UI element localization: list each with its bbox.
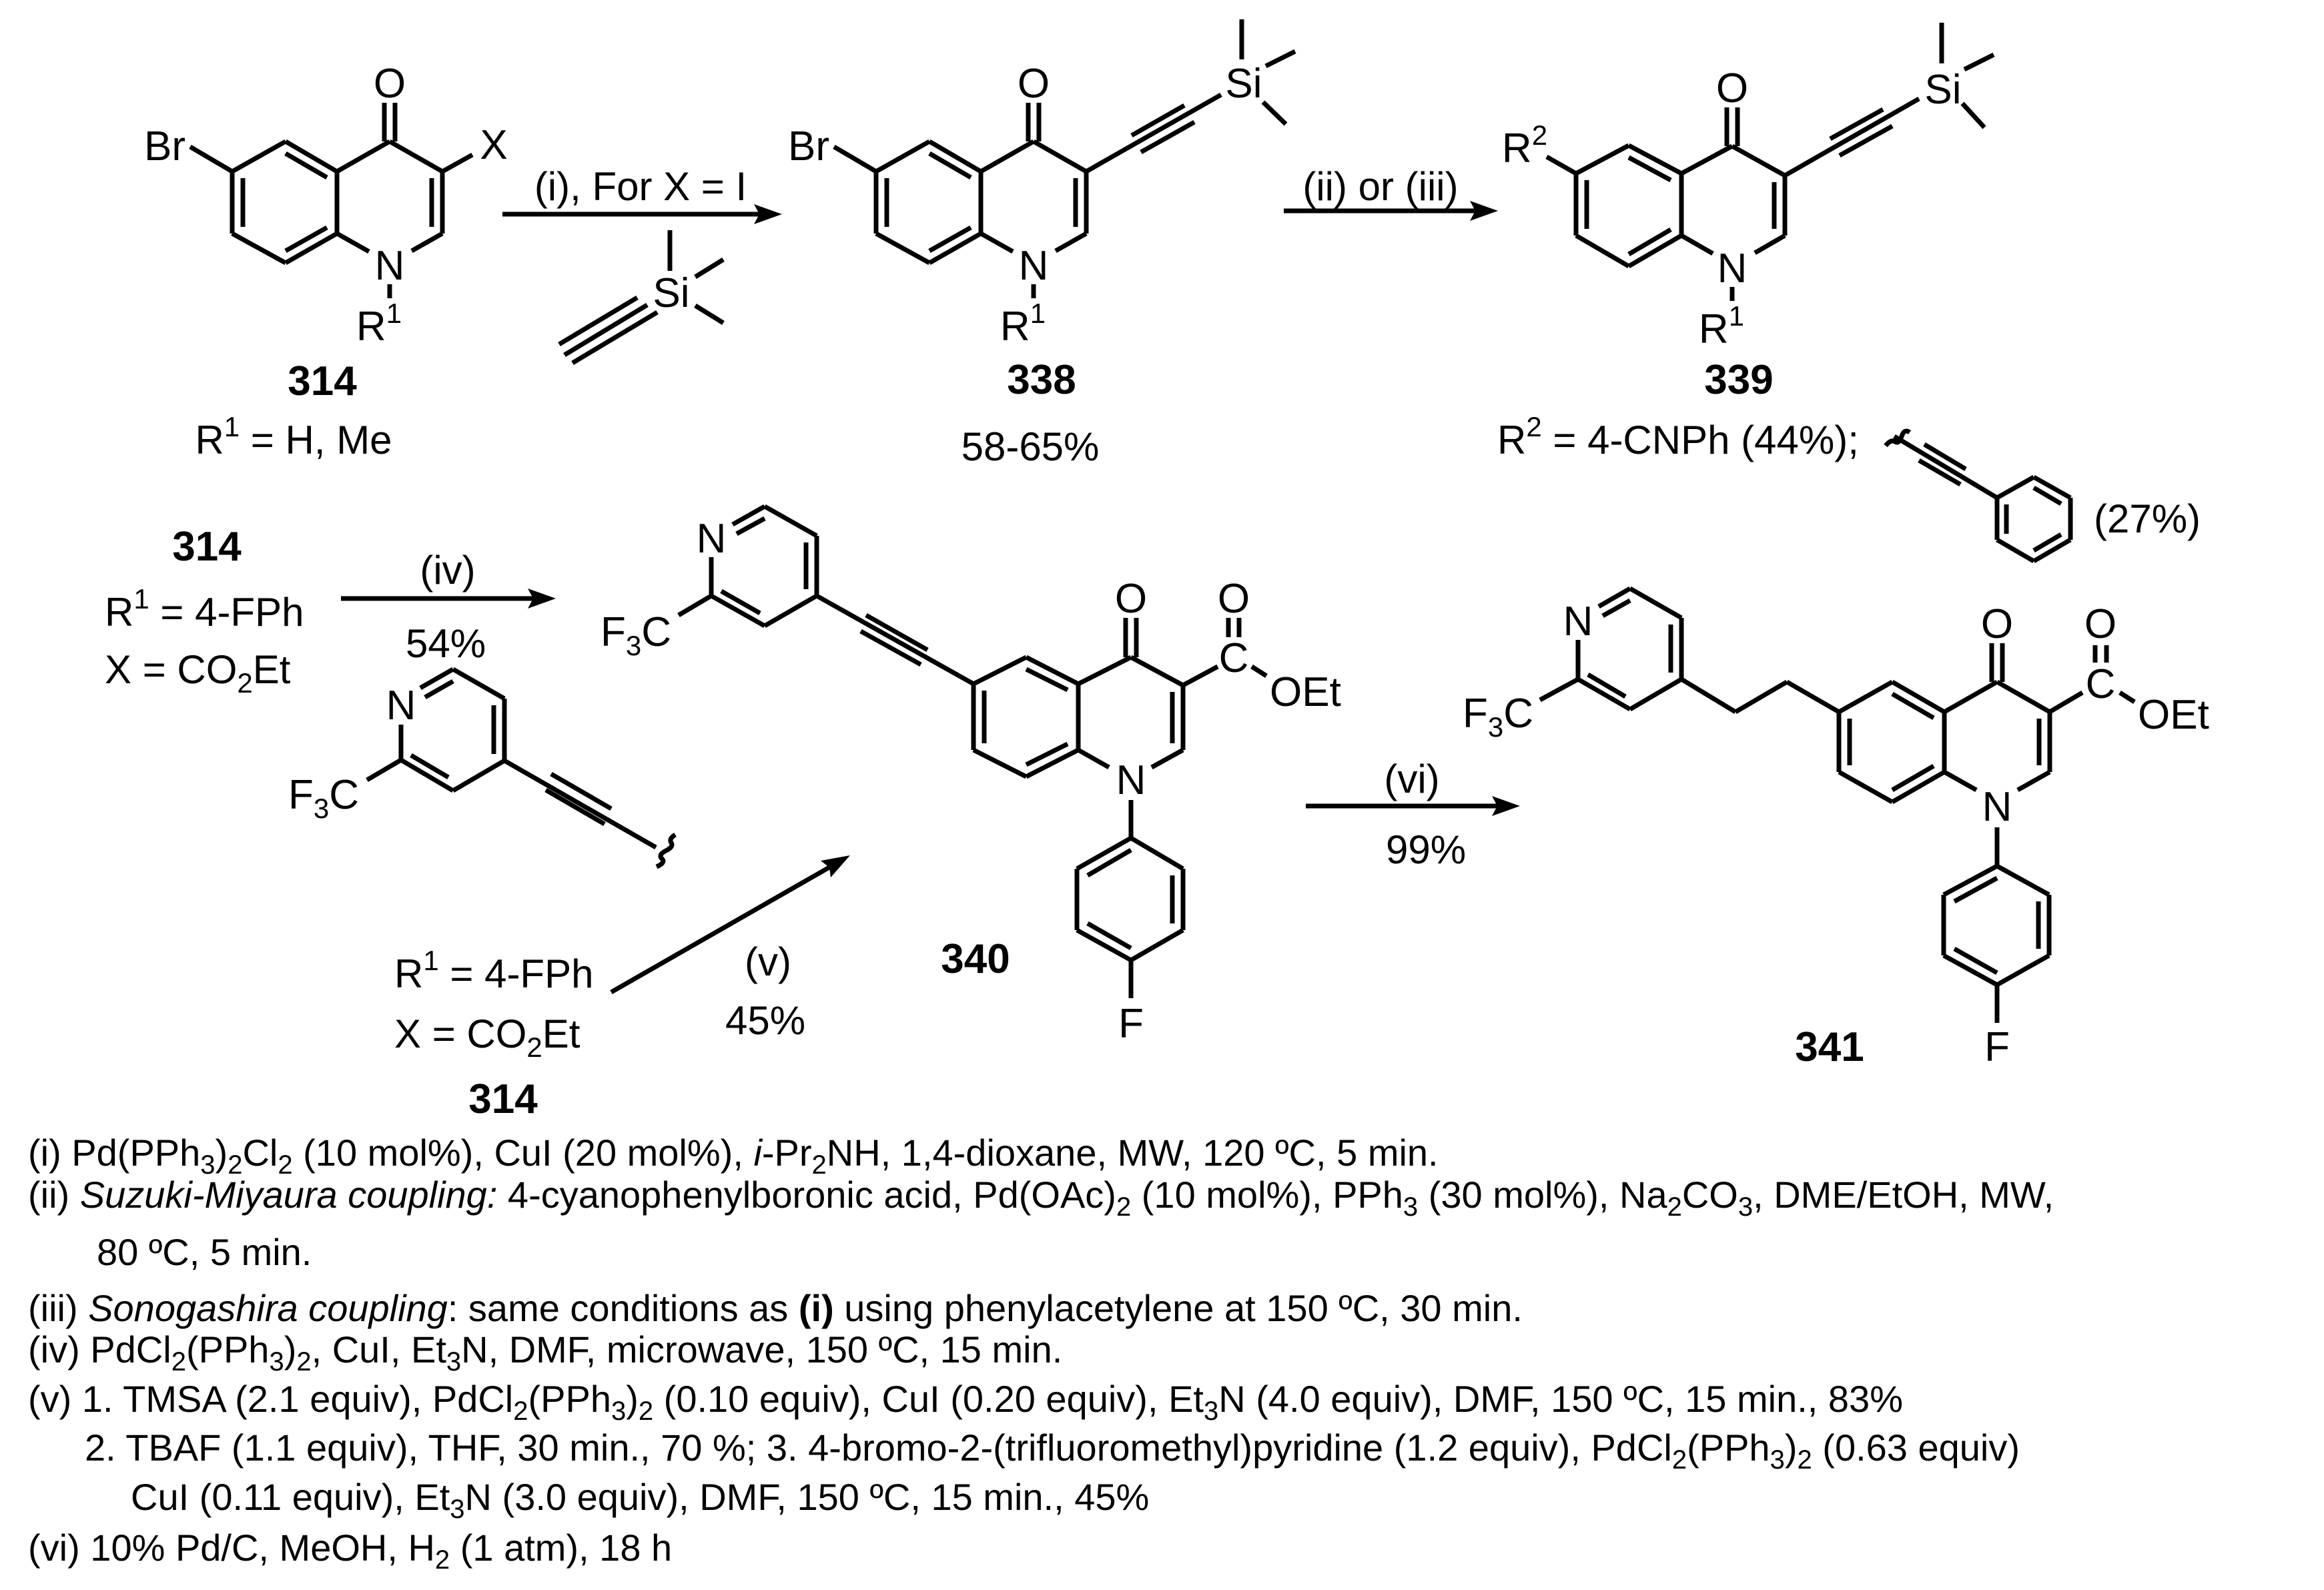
compound-number: 339 [1704, 357, 1773, 403]
compound-340: N F3C O O C OEt N F 340 [601, 504, 1341, 1047]
condition-v-step2-3: 2. TBAF (1.1 equiv), THF, 30 min., 70 %;… [85, 1427, 2020, 1475]
condition-ii-continued: 80 ºC, 5 min. [97, 1231, 312, 1273]
atom-N-pyridine: N [697, 516, 727, 562]
ethoxy-group: OEt [1270, 669, 1341, 715]
compound-number: 338 [1007, 357, 1076, 403]
condition-vi: (vi) 10% Pd/C, MeOH, H2 (1 atm), 18 h [28, 1527, 673, 1575]
ethoxy-group: OEt [2138, 692, 2209, 738]
atom-Br: Br [144, 123, 185, 169]
atom-Si: Si [1225, 61, 1262, 107]
alkynyl-yield: (27%) [2094, 496, 2201, 541]
atom-C-ester: C [1219, 635, 1249, 681]
cf3-group: F3C [601, 609, 671, 661]
atom-O: O [374, 61, 406, 107]
condition-ii: (ii) Suzuki-Miyaura coupling: 4-cyanophe… [28, 1174, 2054, 1222]
atom-N: N [1717, 246, 1748, 292]
compound-338: O Br N R1 Si 338 58-65% [788, 19, 1296, 469]
arrow-label: (v) [745, 939, 791, 984]
arrow-yield: 45% [725, 998, 805, 1043]
compound-339: O R2 N R1 Si 339 R2 = 4-CNPh (44%); (27%… [1497, 23, 2201, 564]
atom-Si: Si [1924, 67, 1961, 113]
compound-number: 341 [1795, 1024, 1864, 1070]
atom-Br: Br [788, 123, 829, 169]
compound-number: 314 [172, 524, 242, 570]
atom-O-ester: O [1218, 576, 1250, 622]
condition-iv: (iv) PdCl2(PPh3)2, CuI, Et3N, DMF, micro… [28, 1328, 1063, 1376]
arrow-step-vi: (vi) 99% [1306, 757, 1520, 872]
x-definition: X = CO2Et [394, 1012, 580, 1063]
r1-definition: R1 = H, Me [195, 411, 392, 462]
compound-number: 340 [941, 936, 1010, 982]
compound-314-low: R1 = 4-FPh X = CO2Et 314 [394, 945, 593, 1122]
substituent-R1: R1 [1000, 298, 1046, 350]
r2-definition: R2 = 4-CNPh (44%); [1497, 411, 1859, 462]
r1-definition: R1 = 4-FPh [394, 945, 593, 996]
compound-number: 314 [288, 358, 357, 404]
condition-v-step1: (v) 1. TMSA (2.1 equiv), PdCl2(PPh3)2 (0… [28, 1378, 1903, 1426]
compound-314-top: O Br X N R1 314 R1 = H, Me [144, 61, 508, 462]
arrow-step-v: (v) 45% [610, 855, 850, 1043]
arrow-label: (ii) or (iii) [1302, 164, 1458, 209]
arrow-label: (i), For X = I [534, 164, 747, 209]
cf3-group: F3C [1463, 691, 1533, 743]
condition-v-step3-continued: CuI (0.11 equiv), Et3N (3.0 equiv), DMF,… [131, 1476, 1150, 1524]
arrow-step-i: (i), For X = I [502, 164, 782, 224]
x-definition: X = CO2Et [105, 647, 291, 699]
arrow-yield: 54% [406, 621, 486, 666]
arrow-label: (iv) [420, 548, 475, 592]
compound-341: N F3C O O C OEt N F 341 [1463, 586, 2209, 1070]
condition-i: (i) Pd(PPh3)2Cl2 (10 mol%), CuI (20 mol%… [28, 1132, 1439, 1180]
atom-O-ketone: O [1115, 576, 1147, 622]
atom-O: O [1018, 61, 1050, 107]
atom-X: X [480, 122, 507, 168]
atom-F: F [1118, 1001, 1144, 1047]
atom-N-pyridine: N [1563, 599, 1593, 645]
substituent-R1: R1 [1699, 300, 1744, 352]
cf3-group: F3C [288, 772, 359, 824]
atom-N: N [375, 243, 405, 289]
atom-Si: Si [653, 270, 689, 316]
compound-number: 314 [468, 1076, 538, 1122]
condition-iii: (iii) Sonogashira coupling: same conditi… [28, 1287, 1523, 1329]
substituent-R1: R1 [356, 298, 402, 350]
arrow-step-iv: (iv) 54% [341, 548, 556, 666]
pyridyl-alkyne-fragment: N F3C [288, 667, 677, 869]
compound-314-mid: 314 R1 = 4-FPh X = CO2Et [105, 524, 304, 699]
arrow-label: (vi) [1384, 757, 1439, 801]
atom-N: N [386, 683, 416, 729]
atom-N: N [1019, 243, 1049, 289]
atom-C-ester: C [2086, 661, 2116, 707]
reagent-tms-acetylene: Si [558, 230, 725, 366]
atom-O-ester: O [2084, 601, 2116, 647]
atom-F: F [1984, 1024, 2010, 1070]
atom-N: N [1982, 784, 2012, 830]
yield: 58-65% [961, 424, 1100, 469]
arrow-step-ii-iii: (ii) or (iii) [1284, 164, 1498, 221]
substituent-R2: R2 [1502, 119, 1547, 171]
atom-O-ketone: O [1981, 601, 2013, 647]
r1-definition: R1 = 4-FPh [105, 583, 304, 635]
arrow-yield: 99% [1386, 827, 1466, 872]
atom-O: O [1716, 65, 1748, 111]
atom-N: N [1116, 757, 1146, 803]
